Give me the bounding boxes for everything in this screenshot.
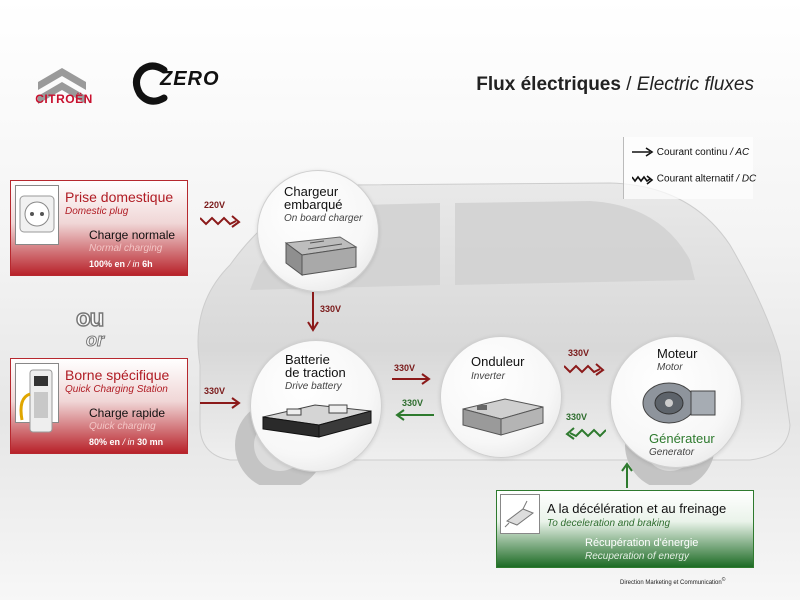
motor-generator-node: Moteur Motor Générateur Generator	[610, 336, 742, 468]
model-name: ZERO	[160, 68, 220, 90]
voltage-label-battery-inverter: 330V	[394, 363, 416, 373]
inverter-node: Onduleur Inverter	[440, 336, 562, 458]
electric-motor-icon	[642, 382, 716, 424]
straight-arrow-icon	[632, 147, 654, 158]
recovery-energy-title: Récupération d'énergie	[585, 537, 699, 549]
charger-subtitle: On board charger	[284, 213, 363, 224]
footer-credit: Direction Marketing et Communication©	[620, 577, 726, 586]
legend: Courant continu / AC Courant alternatif …	[623, 137, 756, 199]
legend-alternating-current: Courant alternatif / DC	[631, 173, 756, 185]
source-subtitle: Quick Charging Station	[65, 384, 168, 395]
charge-type-en: Normal charging	[89, 243, 163, 254]
voltage-label-220v: 220V	[204, 200, 226, 210]
recovery-energy-subtitle: Recuperation of energy	[585, 551, 689, 562]
recovery-subtitle: To deceleration and braking	[547, 518, 671, 529]
motor-subtitle: Motor	[657, 362, 683, 373]
charge-type: Charge rapide	[89, 406, 166, 420]
brake-pedal-icon	[500, 494, 540, 534]
voltage-label-inverter-battery: 330V	[402, 398, 424, 408]
charge-time: 100% en / in 6h	[89, 259, 153, 269]
motor-title: Moteur	[657, 346, 698, 361]
dc-arrow-icon	[200, 397, 241, 409]
ac-arrow-right-icon	[564, 363, 605, 376]
citroen-wordmark: CITROËN	[35, 92, 93, 106]
voltage-label-charger-battery: 330V	[320, 304, 342, 314]
inverter-subtitle: Inverter	[471, 371, 505, 382]
wall-socket-icon	[15, 185, 59, 245]
source-title: Borne spécifique	[65, 367, 170, 383]
zigzag-arrow-icon	[631, 175, 654, 185]
voltage-label-inverter-motor: 330V	[568, 348, 590, 358]
charge-time: 80% en / in 30 mn	[89, 437, 164, 447]
citroen-chevrons-logo	[38, 68, 86, 104]
domestic-plug-panel: Prise domestique Domestic plug Charge no…	[10, 180, 188, 276]
generator-subtitle: Generator	[649, 447, 695, 458]
charging-station-icon	[15, 363, 59, 433]
charge-type-en: Quick charging	[89, 421, 156, 432]
page-title: Flux électriques / Electric fluxes	[476, 74, 754, 95]
up-arrow-icon	[621, 462, 633, 488]
source-title: Prise domestique	[65, 189, 174, 205]
c-zero-logo: ZERO	[130, 60, 250, 108]
voltage-label-motor-inverter: 330V	[566, 412, 588, 422]
recovery-title: A la décélération et au freinage	[547, 501, 727, 516]
ac-arrow-left-icon	[565, 427, 606, 440]
source-subtitle: Domestic plug	[65, 206, 129, 217]
voltage-label-330v-station: 330V	[204, 386, 226, 396]
or-label-fr: ou	[75, 304, 105, 333]
inverter-title: Onduleur	[471, 354, 525, 369]
charger-unit-icon	[284, 236, 358, 276]
or-label-en: or	[86, 330, 105, 351]
dc-arrow-left-icon	[395, 409, 434, 421]
quick-charging-panel: Borne spécifique Quick Charging Station …	[10, 358, 188, 454]
inverter-unit-icon	[462, 398, 544, 436]
down-arrow-icon	[307, 292, 319, 332]
charge-type: Charge normale	[89, 228, 176, 242]
battery-pack-icon	[262, 404, 372, 438]
generator-title: Générateur	[649, 431, 715, 446]
dc-arrow-right-icon	[392, 373, 431, 385]
ac-arrow-icon	[200, 215, 241, 228]
legend-direct-current: Courant continu / AC	[632, 147, 749, 158]
energy-recovery-panel: A la décélération et au freinage To dece…	[496, 490, 754, 568]
battery-subtitle: Drive battery	[285, 381, 342, 392]
